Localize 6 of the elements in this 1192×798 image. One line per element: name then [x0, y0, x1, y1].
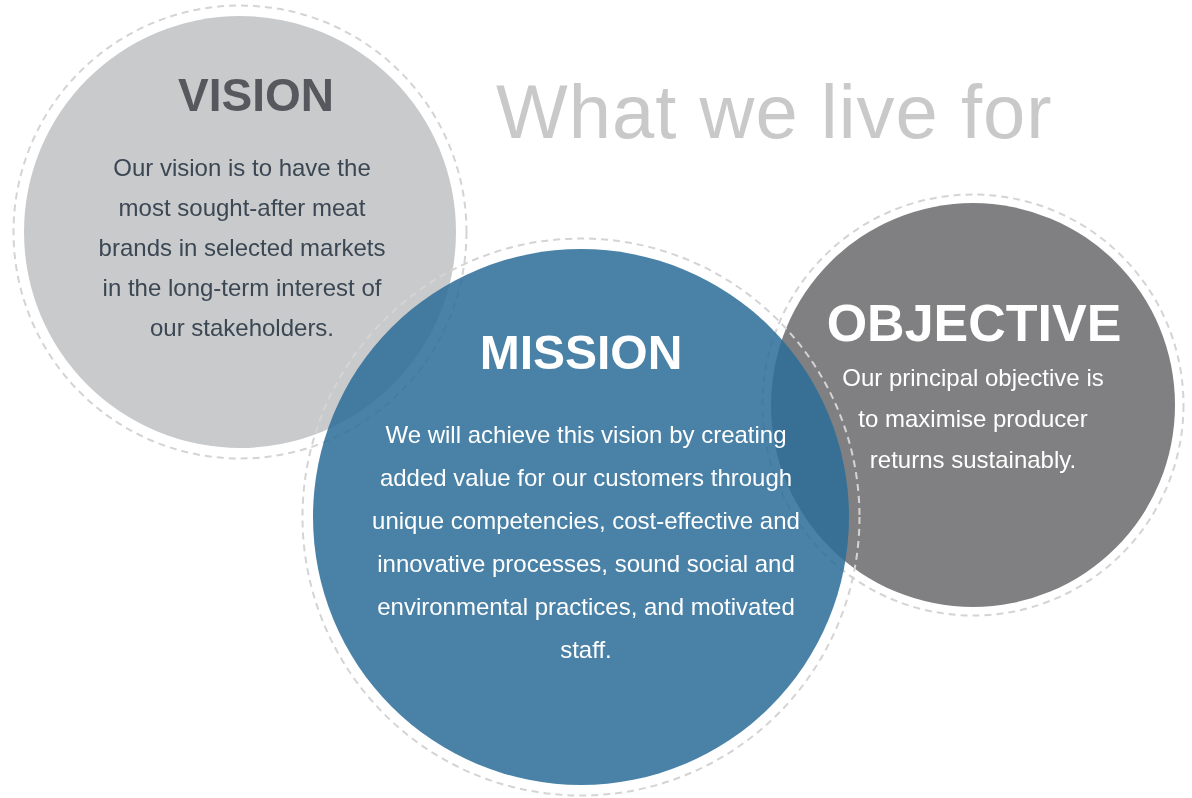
circle-heading: OBJECTIVE: [826, 293, 1122, 353]
circle-heading: MISSION: [479, 325, 683, 380]
circle-description: Our vision is to have the most sought-after meat brands in selected markets in the long-term interest of our stakeholders.: [97, 153, 387, 343]
circle-description: We will achieve this vision by creating added value for our customers through unique competencies, cost-effective and innovative processes, sound social and environmental practices, and motivated staff.: [371, 420, 801, 665]
circle-description: Our principal objective is to maximise producer returns sustainably.: [841, 363, 1105, 475]
circle-heading: VISION: [178, 68, 334, 122]
